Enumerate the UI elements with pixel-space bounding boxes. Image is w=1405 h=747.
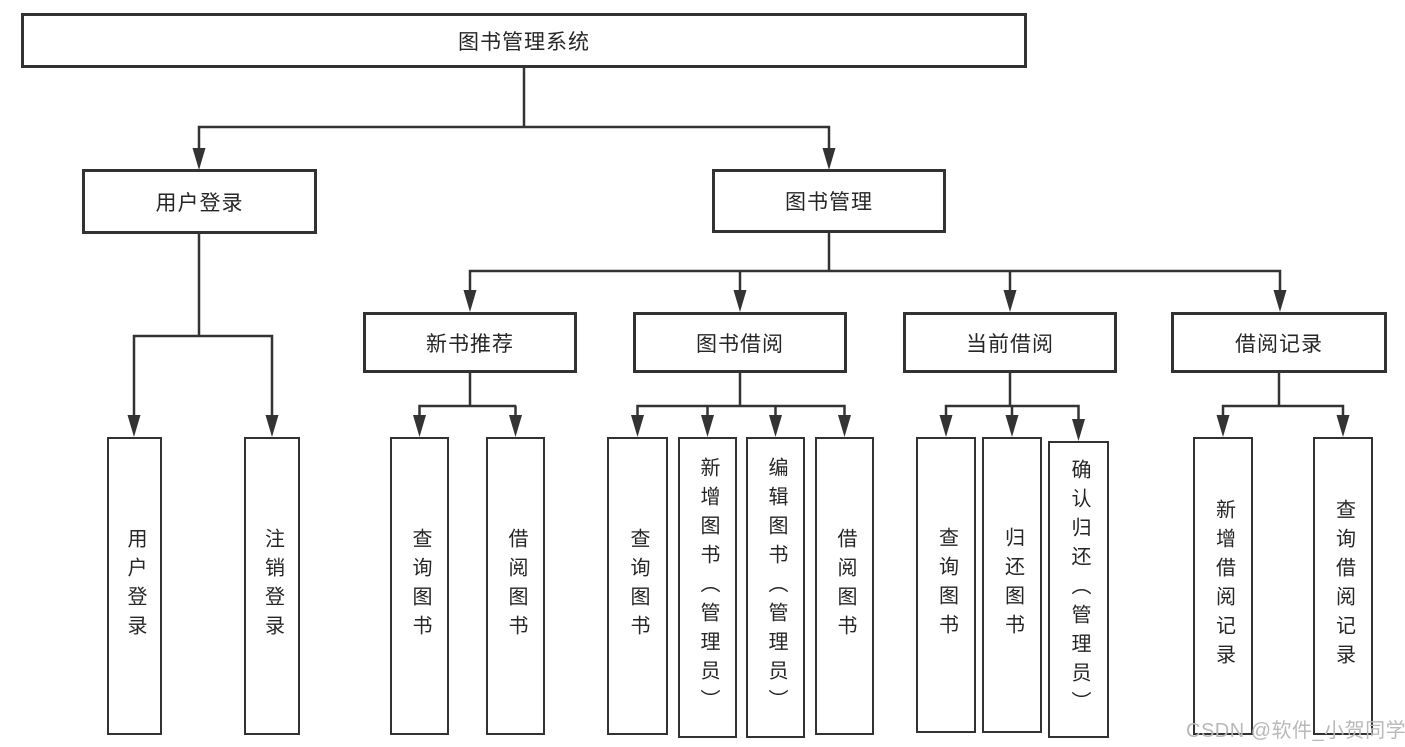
node-book-borrowing: 图书借阅 xyxy=(633,312,847,373)
leaf-query-borrow-record: 查询借阅记录 xyxy=(1313,437,1373,735)
node-user-login: 用户登录 xyxy=(82,169,317,234)
leaf-add-book-admin: 新增图书（管理员） xyxy=(678,437,737,738)
leaf-user-login: 用户登录 xyxy=(107,437,162,735)
leaf-logout: 注销登录 xyxy=(244,437,300,735)
leaf-confirm-return-admin: 确认归还（管理员） xyxy=(1048,441,1109,738)
node-new-book-recommendation: 新书推荐 xyxy=(363,312,577,373)
leaf-edit-book-admin: 编辑图书（管理员） xyxy=(746,437,805,738)
leaf-add-borrow-record: 新增借阅记录 xyxy=(1193,437,1253,735)
leaf-query-books-recommend: 查询图书 xyxy=(390,437,449,735)
leaf-borrow-books-recommend: 借阅图书 xyxy=(486,437,545,735)
node-library-system: 图书管理系统 xyxy=(21,13,1027,68)
node-borrowing-records: 借阅记录 xyxy=(1171,312,1387,373)
node-book-management: 图书管理 xyxy=(712,169,946,233)
node-current-borrowing: 当前借阅 xyxy=(903,312,1117,373)
leaf-return-book: 归还图书 xyxy=(982,437,1042,733)
leaf-query-books-current: 查询图书 xyxy=(916,437,976,733)
watermark: CSDN @软件_小贺同学 xyxy=(1186,720,1405,742)
arrowhead-group xyxy=(127,148,1350,441)
leaf-query-books-borrowing: 查询图书 xyxy=(607,437,668,735)
leaf-borrow-books-borrowing: 借阅图书 xyxy=(815,437,874,735)
